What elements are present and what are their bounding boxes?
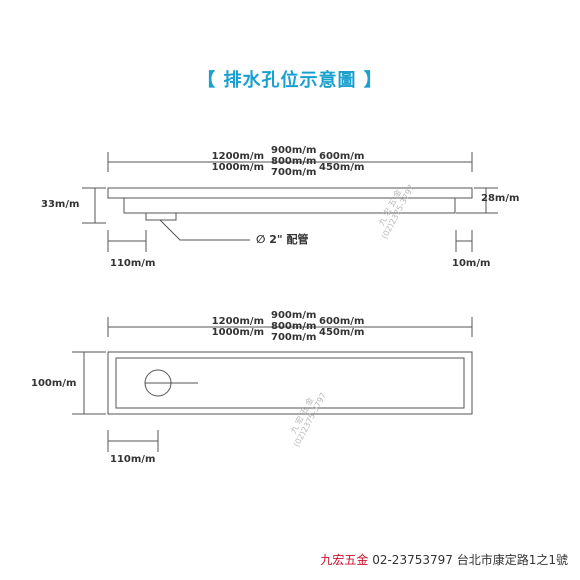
length-1000-top: 1000m/m bbox=[211, 162, 264, 173]
footer-contact: 九宏五金 02-23753797 台北市康定路1之1號 bbox=[320, 551, 568, 568]
length-700-top: 700m/m bbox=[271, 167, 317, 178]
footer-brand: 九宏五金 bbox=[320, 553, 369, 567]
channel-plan-outline bbox=[107, 351, 473, 415]
length-1000-plan: 1000m/m bbox=[211, 327, 264, 338]
length-600-plan: 600m/m bbox=[319, 316, 365, 327]
length-label-col1-top: 1200m/m 1000m/m bbox=[212, 151, 264, 173]
height-dimension-left bbox=[82, 187, 106, 224]
length-dimension-line-top bbox=[107, 152, 473, 172]
width-dimension-left bbox=[72, 351, 106, 415]
offset-label-left-plan: 110m/m bbox=[110, 454, 156, 465]
length-1200-plan: 1200m/m bbox=[211, 316, 264, 327]
length-label-col1-plan: 1200m/m 1000m/m bbox=[212, 316, 264, 338]
diagram-title: 【 排水孔位示意圖 】 bbox=[197, 70, 383, 91]
length-800-plan: 800m/m bbox=[271, 321, 317, 332]
length-label-col2-plan: 900m/m 800m/m 700m/m bbox=[271, 310, 316, 343]
offset-label-right-top: 10m/m bbox=[452, 258, 491, 269]
length-450-plan: 450m/m bbox=[319, 327, 365, 338]
height-label-left: 33m/m bbox=[41, 199, 80, 210]
length-900-top: 900m/m bbox=[271, 145, 317, 156]
length-1200-top: 1200m/m bbox=[211, 151, 264, 162]
length-label-col3-plan: 600m/m 450m/m bbox=[319, 316, 364, 338]
length-label-col3-top: 600m/m 450m/m bbox=[319, 151, 364, 173]
length-600-top: 600m/m bbox=[319, 151, 365, 162]
length-800-top: 800m/m bbox=[271, 156, 317, 167]
offset-label-left-top: 110m/m bbox=[110, 258, 156, 269]
length-700-plan: 700m/m bbox=[271, 332, 317, 343]
width-label-left: 100m/m bbox=[31, 378, 77, 389]
height-label-right: 28m/m bbox=[481, 193, 520, 204]
offset-dimension-left-top bbox=[107, 230, 147, 252]
length-900-plan: 900m/m bbox=[271, 310, 317, 321]
length-450-top: 450m/m bbox=[319, 162, 365, 173]
footer-phone: 02-23753797 bbox=[372, 553, 453, 567]
offset-dimension-right-top bbox=[455, 230, 473, 252]
pipe-size-label: ∅ 2" 配管 bbox=[256, 233, 309, 246]
length-label-col2-top: 900m/m 800m/m 700m/m bbox=[271, 145, 316, 178]
channel-side-profile bbox=[107, 187, 473, 221]
height-dimension-right bbox=[456, 187, 498, 214]
length-dimension-line-plan bbox=[107, 317, 473, 337]
footer-address: 台北市康定路1之1號 bbox=[456, 553, 568, 567]
pipe-leader-line bbox=[159, 219, 250, 241]
offset-dimension-left-plan bbox=[107, 430, 159, 452]
